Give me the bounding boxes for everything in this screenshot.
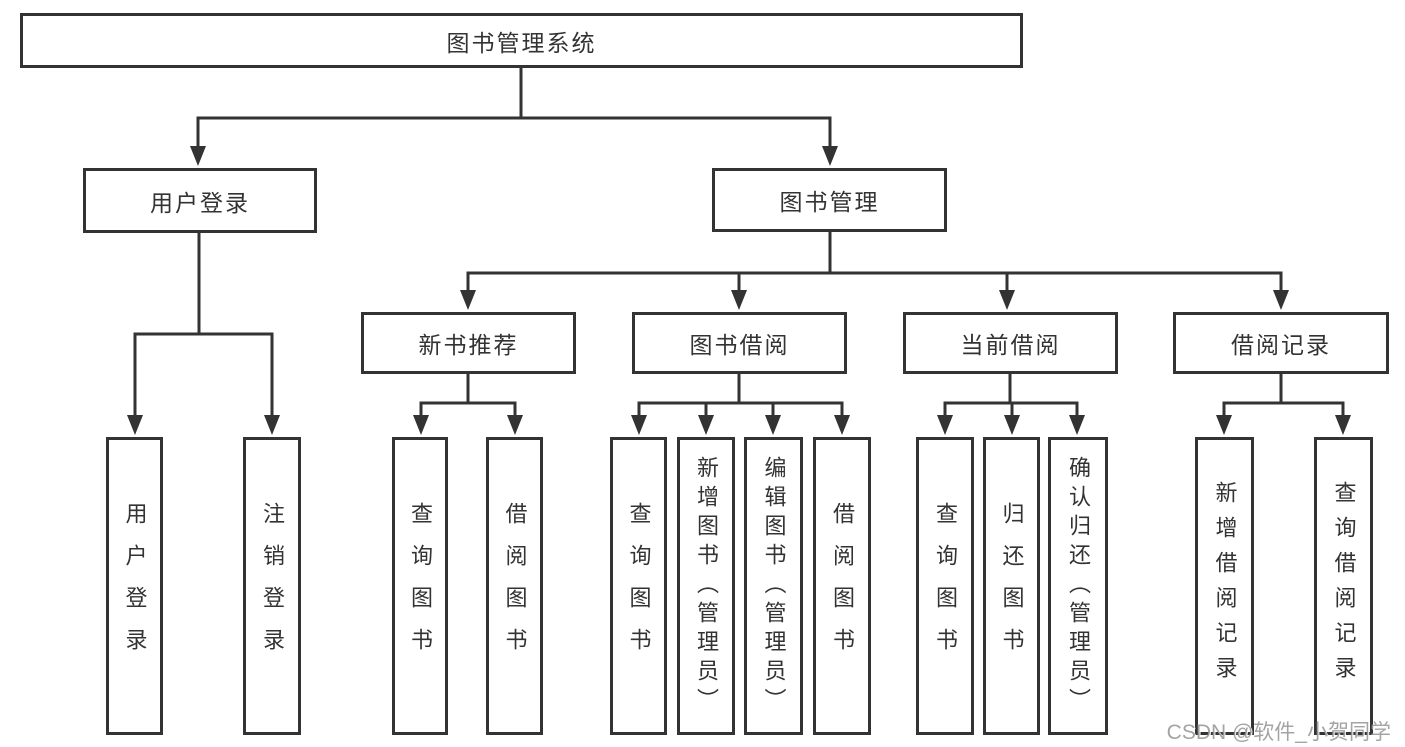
node-user-login: 用户登录 (83, 168, 317, 233)
node-leaf-query-books-current: 查询图书 (916, 437, 974, 735)
node-borrowing-records: 借阅记录 (1173, 312, 1389, 374)
node-leaf-return-books: 归还图书 (983, 437, 1040, 735)
node-leaf-query-books-borrowing: 查询图书 (610, 437, 667, 735)
node-leaf-add-borrow-record: 新增借阅记录 (1195, 437, 1254, 735)
node-current-borrowing: 当前借阅 (903, 312, 1118, 374)
node-leaf-query-books-recommend: 查询图书 (392, 437, 448, 735)
node-leaf-confirm-return-admin: 确认归还（管理员） (1048, 437, 1108, 735)
node-book-management: 图书管理 (712, 168, 947, 232)
node-library-management-system: 图书管理系统 (20, 13, 1023, 68)
node-leaf-query-borrow-record: 查询借阅记录 (1314, 437, 1373, 735)
node-new-book-recommend: 新书推荐 (361, 312, 576, 374)
node-leaf-borrow-books-borrowing: 借阅图书 (813, 437, 871, 735)
node-book-borrowing: 图书借阅 (632, 312, 847, 374)
node-leaf-borrow-books-recommend: 借阅图书 (486, 437, 543, 735)
node-leaf-add-books-admin: 新增图书（管理员） (677, 437, 735, 735)
node-leaf-user-login: 用户登录 (106, 437, 163, 735)
node-leaf-logout: 注销登录 (243, 437, 301, 735)
node-leaf-edit-books-admin: 编辑图书（管理员） (744, 437, 803, 735)
